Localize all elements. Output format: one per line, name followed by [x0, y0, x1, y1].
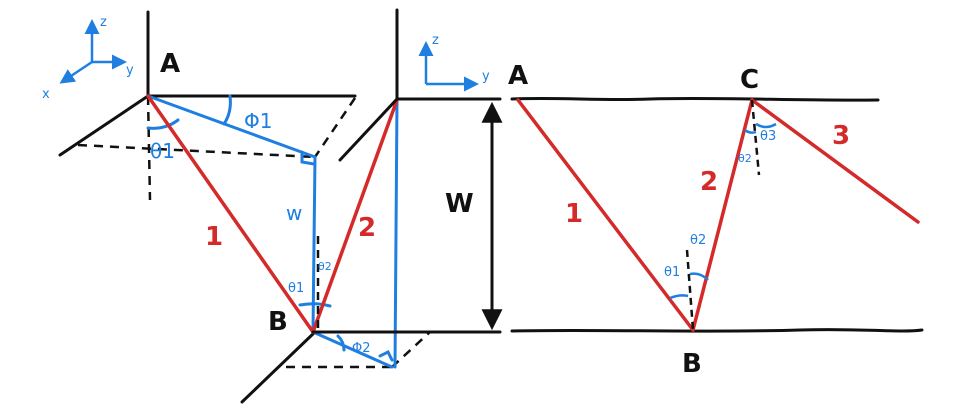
right-segment-3-label: 3 — [832, 121, 850, 151]
dashed-diagonal-top — [313, 97, 357, 158]
c-theta3-label: θ3 — [760, 129, 776, 144]
right-theta1-arc — [669, 294, 689, 300]
bottom-left-diagonal — [240, 330, 317, 404]
segment-1-line — [146, 94, 315, 334]
dashed-vertical-a — [146, 95, 152, 201]
y-axis-label: y — [126, 63, 134, 78]
right-segment-2-label: 2 — [700, 167, 718, 197]
left-axis-triad: z y x — [42, 15, 134, 102]
phi1-angle-arc — [222, 94, 232, 126]
left-point-b-label: B — [268, 307, 288, 337]
left-dashed-projection — [77, 95, 431, 369]
x-axis-label: x — [42, 87, 50, 102]
right-theta2-label: θ2 — [690, 233, 706, 248]
right-theta2-arc — [689, 272, 709, 281]
left-segment-1-label: 1 — [205, 222, 223, 252]
phi2-projection-line — [311, 330, 394, 369]
middle-section: z y W — [311, 8, 503, 334]
normal-at-c-dashed — [750, 99, 761, 176]
right-angle-mark-top — [300, 150, 316, 166]
phi1-label: Φ1 — [244, 109, 272, 133]
left-blue-construction — [146, 94, 399, 369]
tall-vertical-line — [393, 98, 399, 369]
right-bottom-boundary — [510, 328, 924, 333]
phi1-projection-line — [146, 94, 317, 159]
w-vertical-line — [311, 155, 317, 334]
left-theta2-label: θ2 — [318, 260, 332, 273]
theta-angle-arc-b — [298, 302, 332, 308]
c-theta3-arc — [755, 122, 777, 129]
w-label: w — [286, 201, 302, 225]
middle-axis-triad: z y — [418, 33, 490, 92]
diagonal-from-a — [58, 94, 150, 157]
dashed-diagonal-b — [391, 331, 431, 368]
left-3d-sketch: z y x — [42, 10, 431, 404]
right-angle-mark-bottom — [378, 349, 394, 362]
theta1-angle-arc-top — [146, 118, 180, 130]
right-point-c-label: C — [740, 65, 759, 95]
left-frame — [58, 10, 357, 404]
right-segment-3-line — [750, 98, 920, 224]
left-red-path — [146, 94, 399, 334]
middle-diagonal-line — [338, 97, 399, 162]
dashed-horizontal-a — [77, 143, 316, 159]
right-top-boundary — [510, 96, 880, 102]
x-axis-arrow — [59, 60, 93, 84]
left-segment-2-label: 2 — [358, 213, 376, 243]
right-theta1-label: θ1 — [664, 265, 680, 280]
right-segment-2-line — [691, 98, 754, 332]
small-theta-label: θ1 — [150, 139, 175, 163]
normal-at-b-dashed — [685, 249, 695, 331]
c-theta2-arc — [744, 128, 757, 134]
phi2-angle-arc — [336, 334, 346, 352]
right-point-a-label: A — [508, 61, 528, 91]
left-theta1-label: θ1 — [288, 281, 304, 296]
w-dimension-label: W — [445, 189, 474, 219]
left-point-a-label: A — [160, 49, 180, 79]
right-2d-view: A B C 1 2 3 θ1 θ2 θ2 θ3 — [508, 61, 924, 379]
z-axis-label: z — [100, 15, 107, 30]
right-segment-1-label: 1 — [565, 199, 583, 229]
c-theta2-label: θ2 — [738, 152, 752, 165]
right-point-b-label: B — [682, 349, 702, 379]
right-segment-1-line — [516, 98, 695, 332]
phi2-label: Φ2 — [352, 341, 371, 356]
middle-z-axis-label: z — [432, 33, 439, 48]
segment-2-line — [311, 98, 399, 334]
middle-y-axis-label: y — [482, 69, 490, 84]
